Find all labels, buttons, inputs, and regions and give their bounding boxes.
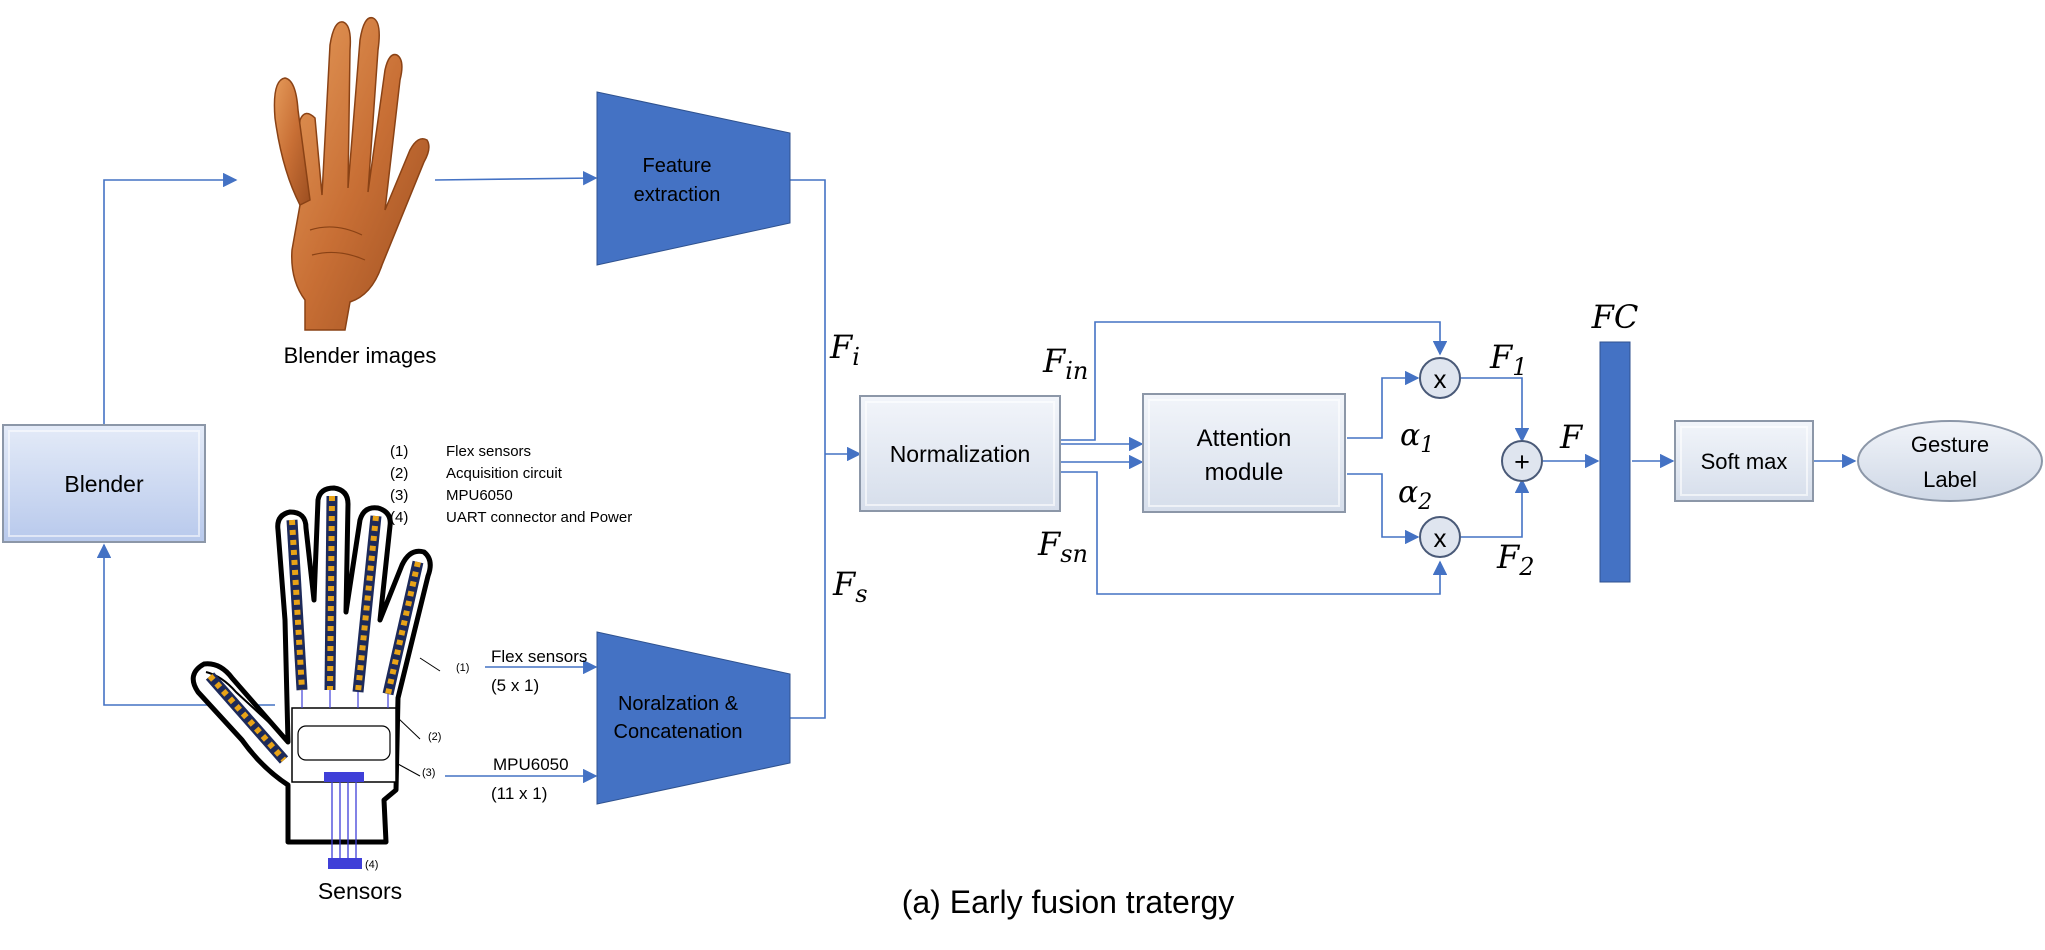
f-label: F: [1559, 418, 1584, 456]
legend-text-2: Acquisition circuit: [446, 465, 563, 482]
hand-photo-icon: [273, 16, 430, 331]
legend-num-2: (2): [390, 465, 408, 482]
attention-module-block: Attention module: [1142, 393, 1346, 513]
blender-images-caption: Blender images: [284, 343, 437, 368]
softmax-block: Soft max: [1674, 420, 1814, 502]
svg-text:x: x: [1434, 364, 1447, 394]
callout-1: (1): [456, 662, 469, 674]
connectors: [96, 170, 1857, 784]
callout-3: (3): [422, 767, 435, 779]
normalization-concatenation-block: Noralzation & Concatenation: [596, 631, 791, 805]
callout-2: (2): [428, 731, 441, 743]
f2-label: F2: [1496, 538, 1534, 581]
f1-label: F1: [1489, 338, 1527, 381]
figure-caption: (a) Early fusion tratergy: [902, 884, 1235, 920]
fc-label: FC: [1591, 298, 1639, 336]
softmax-label: Soft max: [1701, 449, 1788, 474]
gesture-line2: Label: [1923, 467, 1977, 492]
legend-text-3: MPU6050: [446, 487, 513, 504]
norm-concat-line1: Noralzation &: [618, 693, 739, 715]
legend-num-3: (3): [390, 487, 408, 504]
normalization-block: Normalization: [859, 395, 1061, 512]
blender-label: Blender: [64, 471, 144, 497]
alpha1-label: α1: [1400, 418, 1434, 458]
gesture-line1: Gesture: [1911, 432, 1989, 457]
flex-sensor-strips: [205, 495, 424, 764]
sensor-legend: (1) Flex sensors (2) Acquisition circuit…: [390, 443, 632, 526]
normalization-label: Normalization: [890, 441, 1031, 467]
add-node: +: [1501, 440, 1543, 482]
alpha2-label: α2: [1398, 475, 1432, 515]
attention-line2: module: [1205, 459, 1284, 486]
blender-block: Blender: [2, 424, 206, 543]
flex-sensors-dim: (5 x 1): [491, 676, 539, 695]
feature-extraction-line2: extraction: [634, 184, 721, 206]
fi-label: Fi: [829, 328, 860, 371]
flex-sensors-label: Flex sensors: [491, 647, 587, 666]
feature-extraction-line1: Feature: [643, 155, 712, 177]
legend-text-4: UART connector and Power: [446, 509, 632, 526]
attention-line1: Attention: [1197, 425, 1292, 452]
fc-layer: [1599, 341, 1631, 583]
norm-concat-line2: Concatenation: [614, 721, 743, 743]
feature-extraction-block: Feature extraction: [596, 91, 791, 266]
mpu-dim: (11 x 1): [491, 784, 547, 803]
uart-connector: [328, 858, 362, 869]
multiply-node-2: x: [1419, 516, 1461, 558]
fin-label: Fin: [1042, 342, 1088, 385]
callout-4: (4): [365, 859, 378, 871]
gesture-label-node: Gesture Label: [1857, 420, 2043, 502]
fs-label: Fs: [832, 565, 868, 608]
sensors-caption: Sensors: [318, 878, 402, 904]
legend-text-1: Flex sensors: [446, 443, 531, 460]
multiply-node-1: x: [1419, 357, 1461, 399]
fsn-label: Fsn: [1037, 525, 1088, 568]
mpu-label: MPU6050: [493, 755, 569, 774]
sensor-glove-icon: (1) (2) (3) (4): [190, 485, 469, 871]
legend-num-4: (4): [390, 509, 408, 526]
svg-text:+: +: [1514, 447, 1530, 477]
svg-text:x: x: [1434, 523, 1447, 553]
legend-num-1: (1): [390, 443, 408, 460]
mpu-block: [324, 772, 364, 782]
